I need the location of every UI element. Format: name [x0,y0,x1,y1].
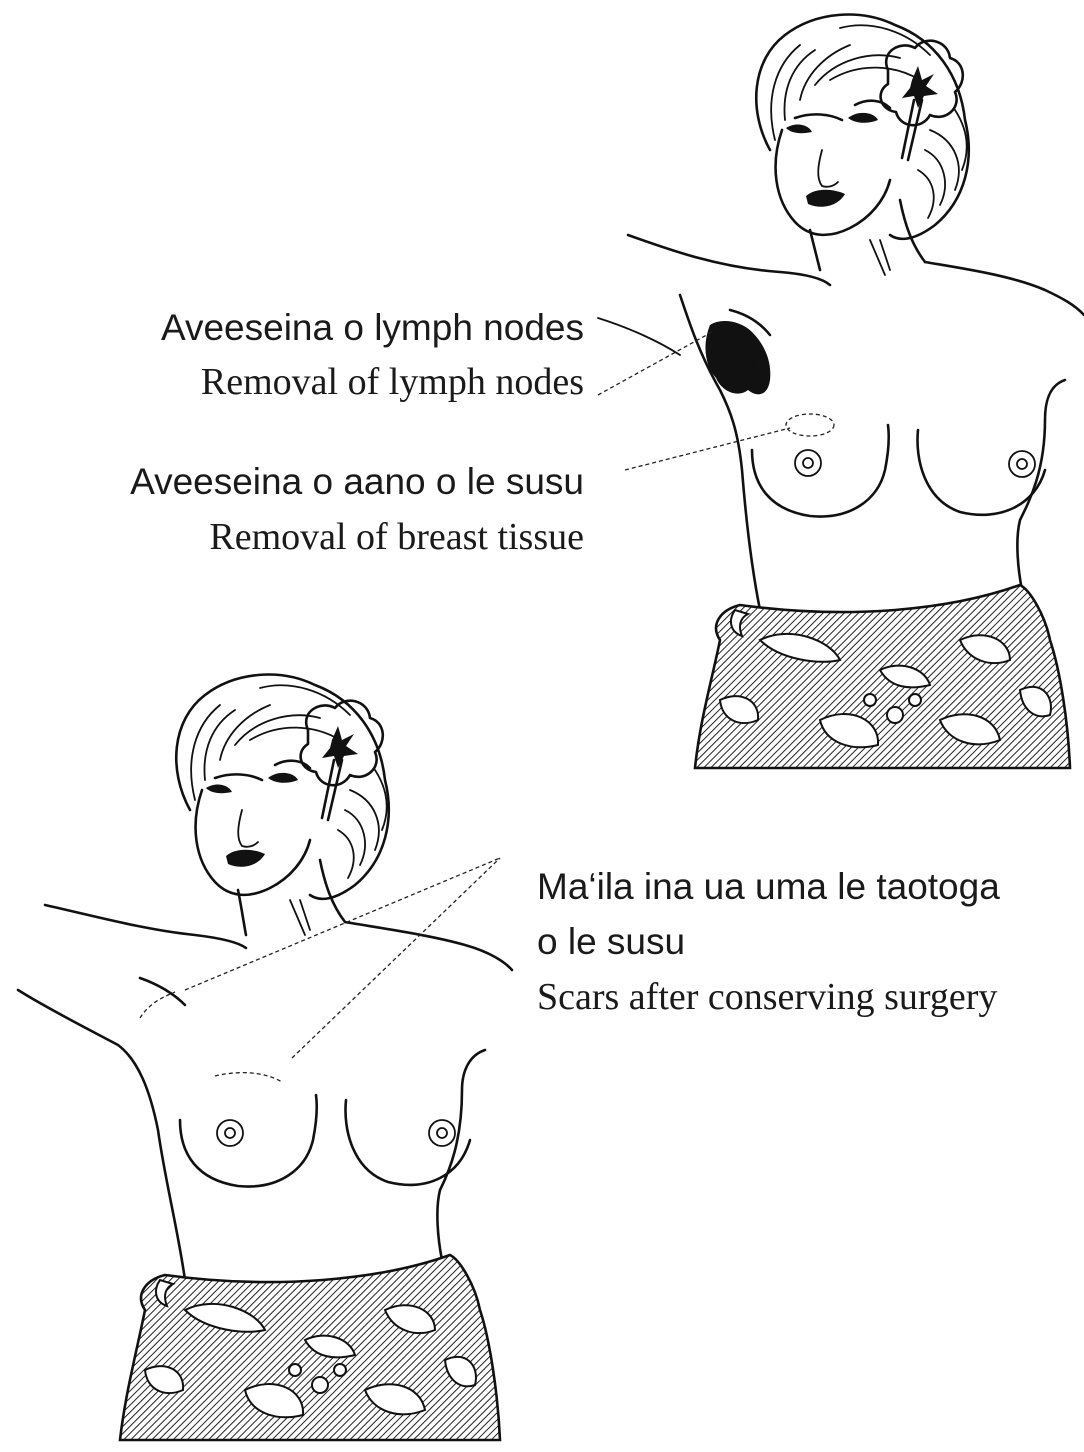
nipple-left-top [795,450,821,476]
label-lymph-english: Removal of lymph nodes [201,360,584,404]
label-scars-samoan-line2: o le susu [537,920,685,964]
leader-tissue [625,428,790,470]
breast-tissue-outline [786,414,834,436]
scar-breast [215,1073,282,1082]
leader-lymph-solid [598,318,680,355]
hair-bottom [176,675,388,899]
shoulder-right-top [925,262,1084,315]
face-top [776,101,925,275]
hair-top [756,15,968,239]
lavalava-bottom [120,1255,500,1440]
shoulder-right-bottom [345,922,512,970]
breast-right-top [917,430,1045,515]
label-scars-english: Scars after conserving surgery [537,975,997,1019]
label-tissue-english: Removal of breast tissue [209,515,584,559]
label-lymph-samoan: Aveeseina o lymph nodes [161,306,584,350]
shoulder-left-bottom [45,905,246,948]
breast-left-bottom [180,1095,317,1187]
leader-scar-breast [292,858,500,1058]
breast-left-top [752,425,889,517]
flower-bottom [301,701,383,820]
torso-right-top [1017,380,1065,590]
arm-bottom [18,990,185,1280]
nipple-left-bottom [217,1120,243,1146]
figure-mastectomy [598,15,1084,768]
face-bottom [196,761,345,935]
label-scars-samoan-line1: Ma‘ila ina ua uma le taotoga [537,865,1000,909]
leader-scar-underarm [185,858,500,990]
shoulder-left-top [628,235,830,285]
nipple-right-bottom [429,1120,455,1146]
lavalava-top [695,585,1070,768]
flower-top [881,41,963,160]
scar-underarm [140,992,175,1018]
underarm-line-bottom [140,978,185,1005]
figure-conserving [18,675,512,1440]
label-tissue-samoan: Aveeseina o aano o le susu [130,460,584,504]
nipple-right-top [1009,451,1035,477]
torso-right-bottom [437,1050,485,1260]
